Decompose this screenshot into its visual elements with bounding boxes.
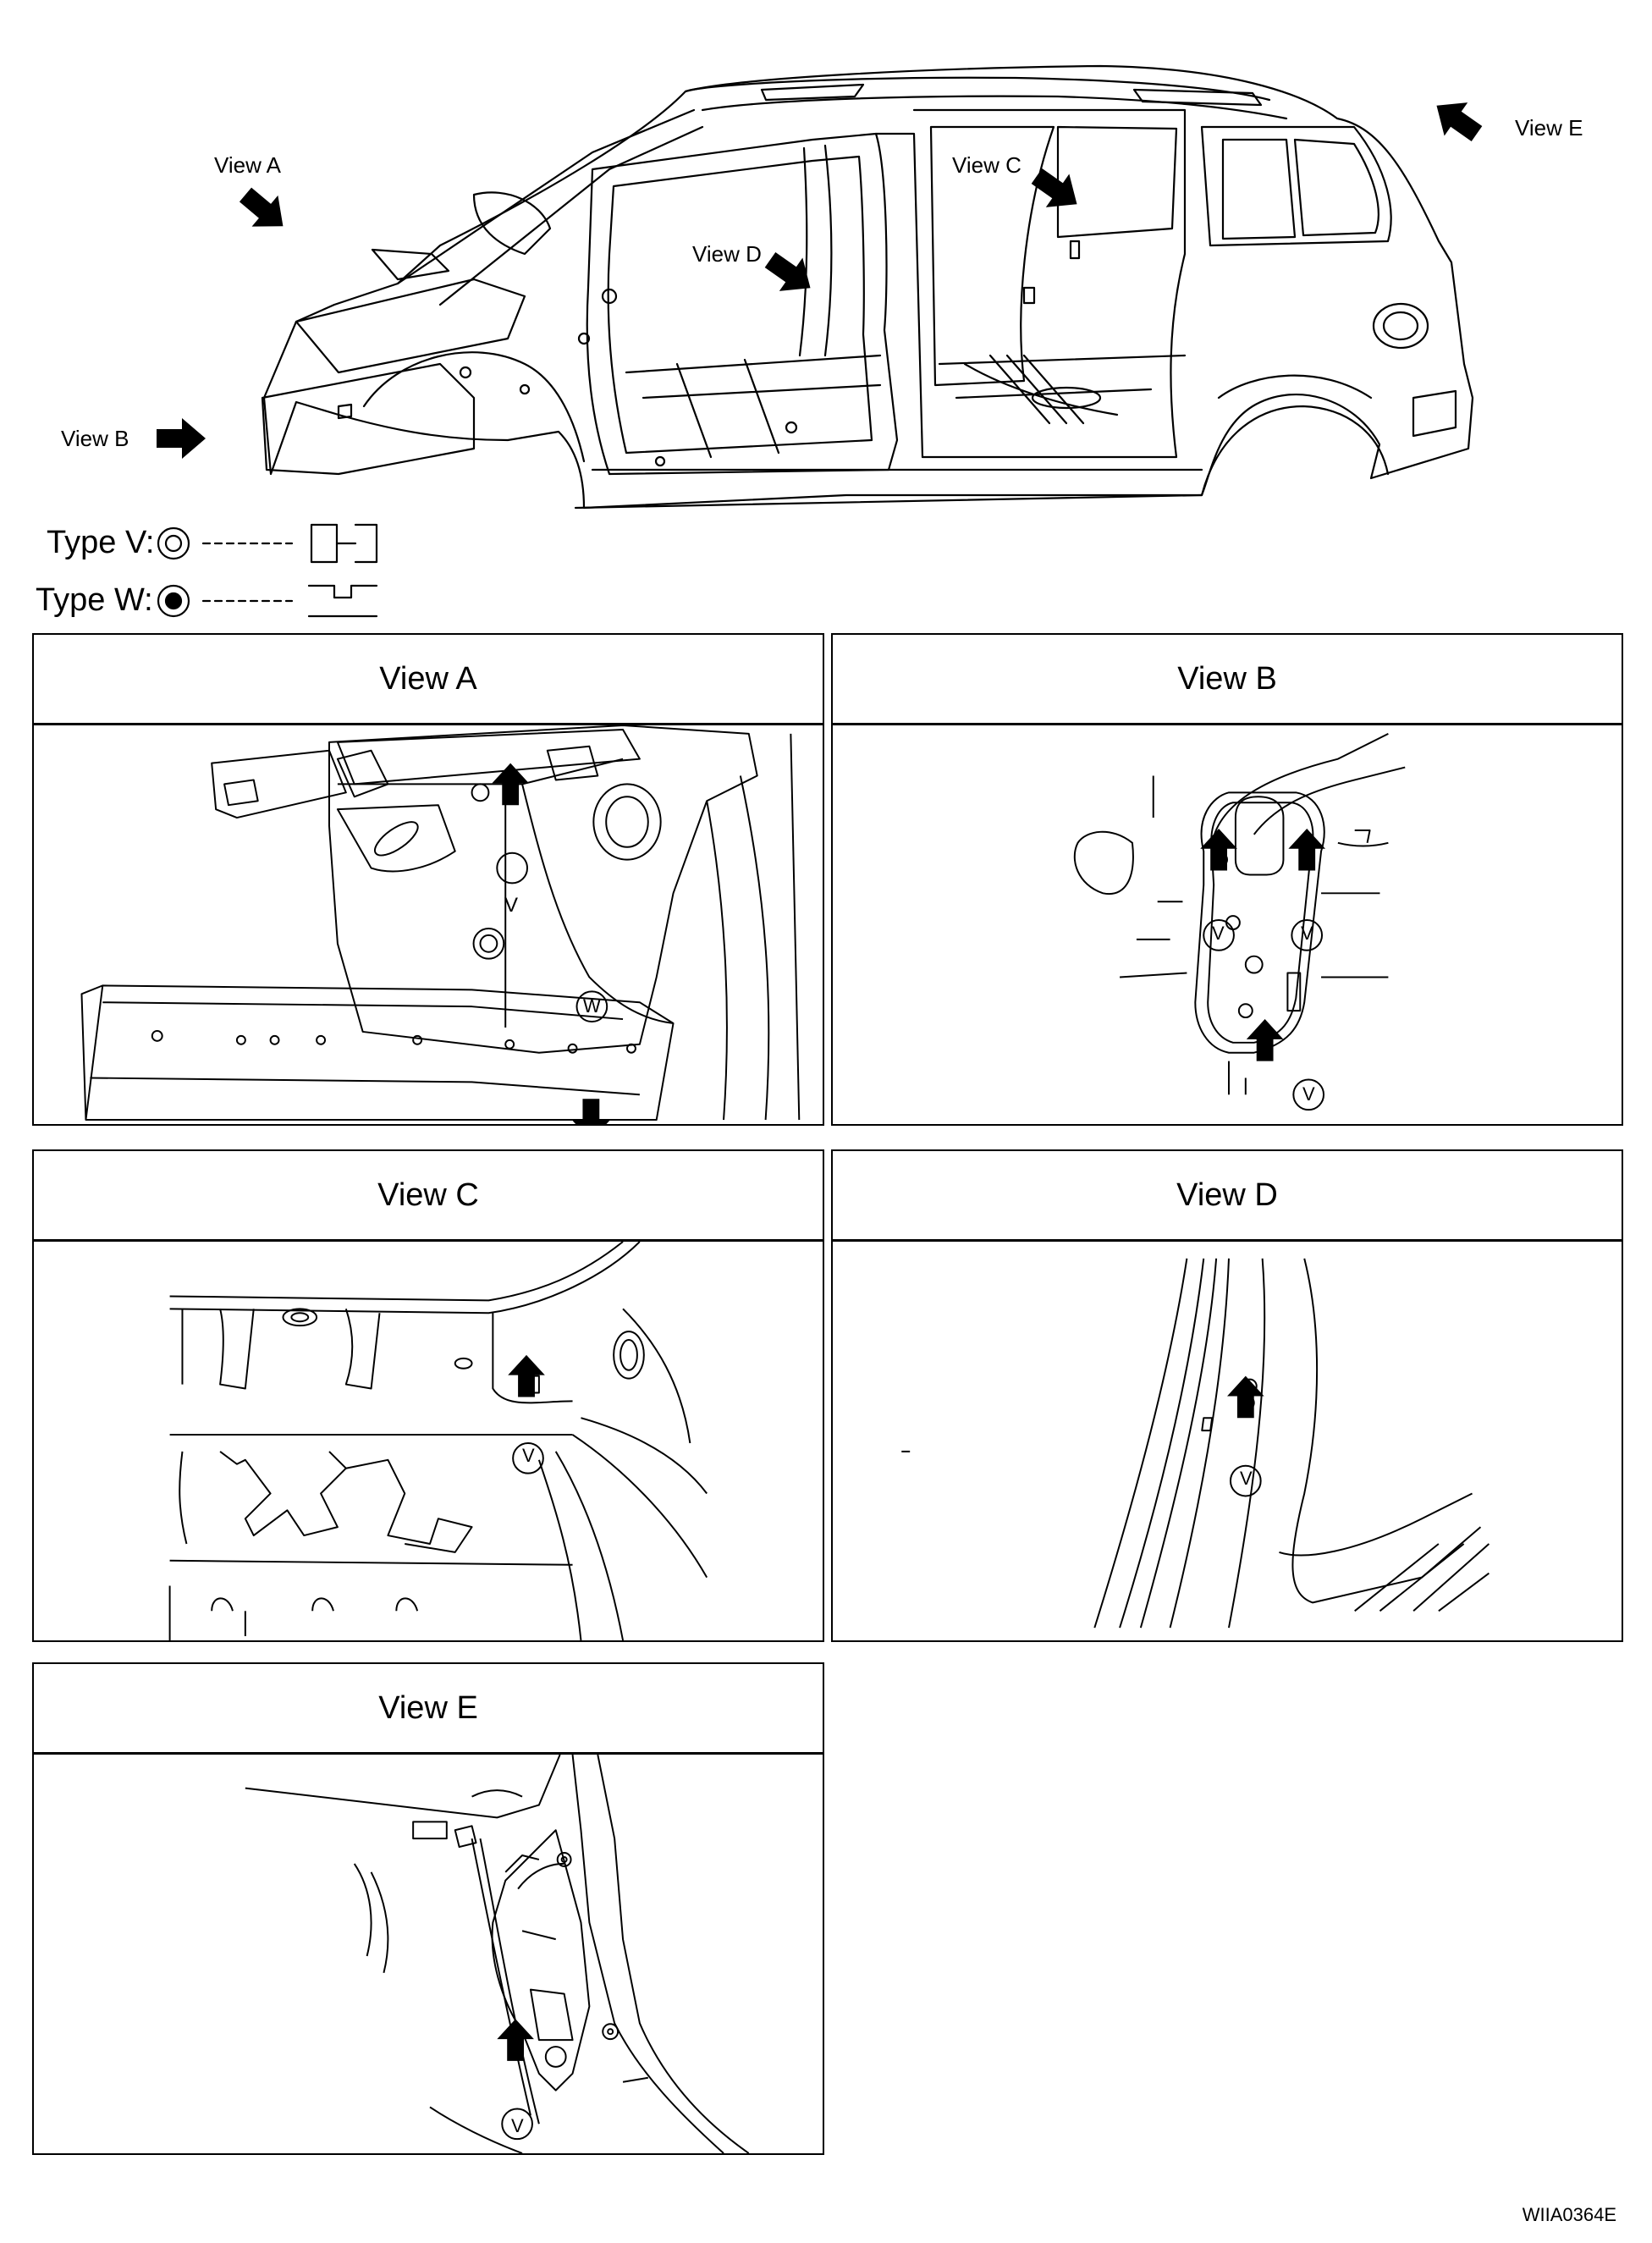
panel-title: View A [34, 635, 823, 725]
view-b-marker-v: V [1302, 1083, 1315, 1105]
panel-title: View B [833, 635, 1622, 725]
callout-view-a: View A [214, 152, 282, 178]
callout-view-d: View D [692, 241, 762, 267]
view-b-marker-v: V [1301, 923, 1313, 944]
view-d-drawing [901, 1258, 1490, 1629]
legend-type-w: Type W: [36, 582, 153, 618]
view-c-marker-v: V [522, 1445, 535, 1466]
view-b-marker-v: V [1212, 923, 1225, 944]
view-d-marker-v: V [1240, 1468, 1253, 1489]
view-a-marker-w: W [583, 995, 601, 1017]
panel-view-a: View A [32, 633, 824, 1126]
panel-view-d: View D [831, 1149, 1623, 1642]
callout-view-c: View C [952, 152, 1021, 178]
panel-view-e: View E [32, 1662, 824, 2155]
callout-view-b: View B [61, 426, 129, 451]
view-c-drawing [168, 1242, 708, 1640]
view-a-marker-v: V [504, 894, 519, 917]
view-b-drawing [1073, 733, 1406, 1111]
panel-title: View E [34, 1664, 823, 1755]
panel-title: View C [34, 1151, 823, 1242]
view-e-marker-v: V [511, 2115, 524, 2136]
view-e-drawing [245, 1755, 750, 2153]
figure-code: WIIA0364E [1522, 2204, 1616, 2225]
panel-view-b: View B [831, 633, 1623, 1126]
panel-title: View D [833, 1151, 1622, 1242]
callout-view-e: View E [1515, 115, 1583, 141]
legend-type-v: Type V: [47, 525, 155, 560]
panel-view-c: View C [32, 1149, 824, 1642]
view-a-drawing [80, 725, 801, 1124]
